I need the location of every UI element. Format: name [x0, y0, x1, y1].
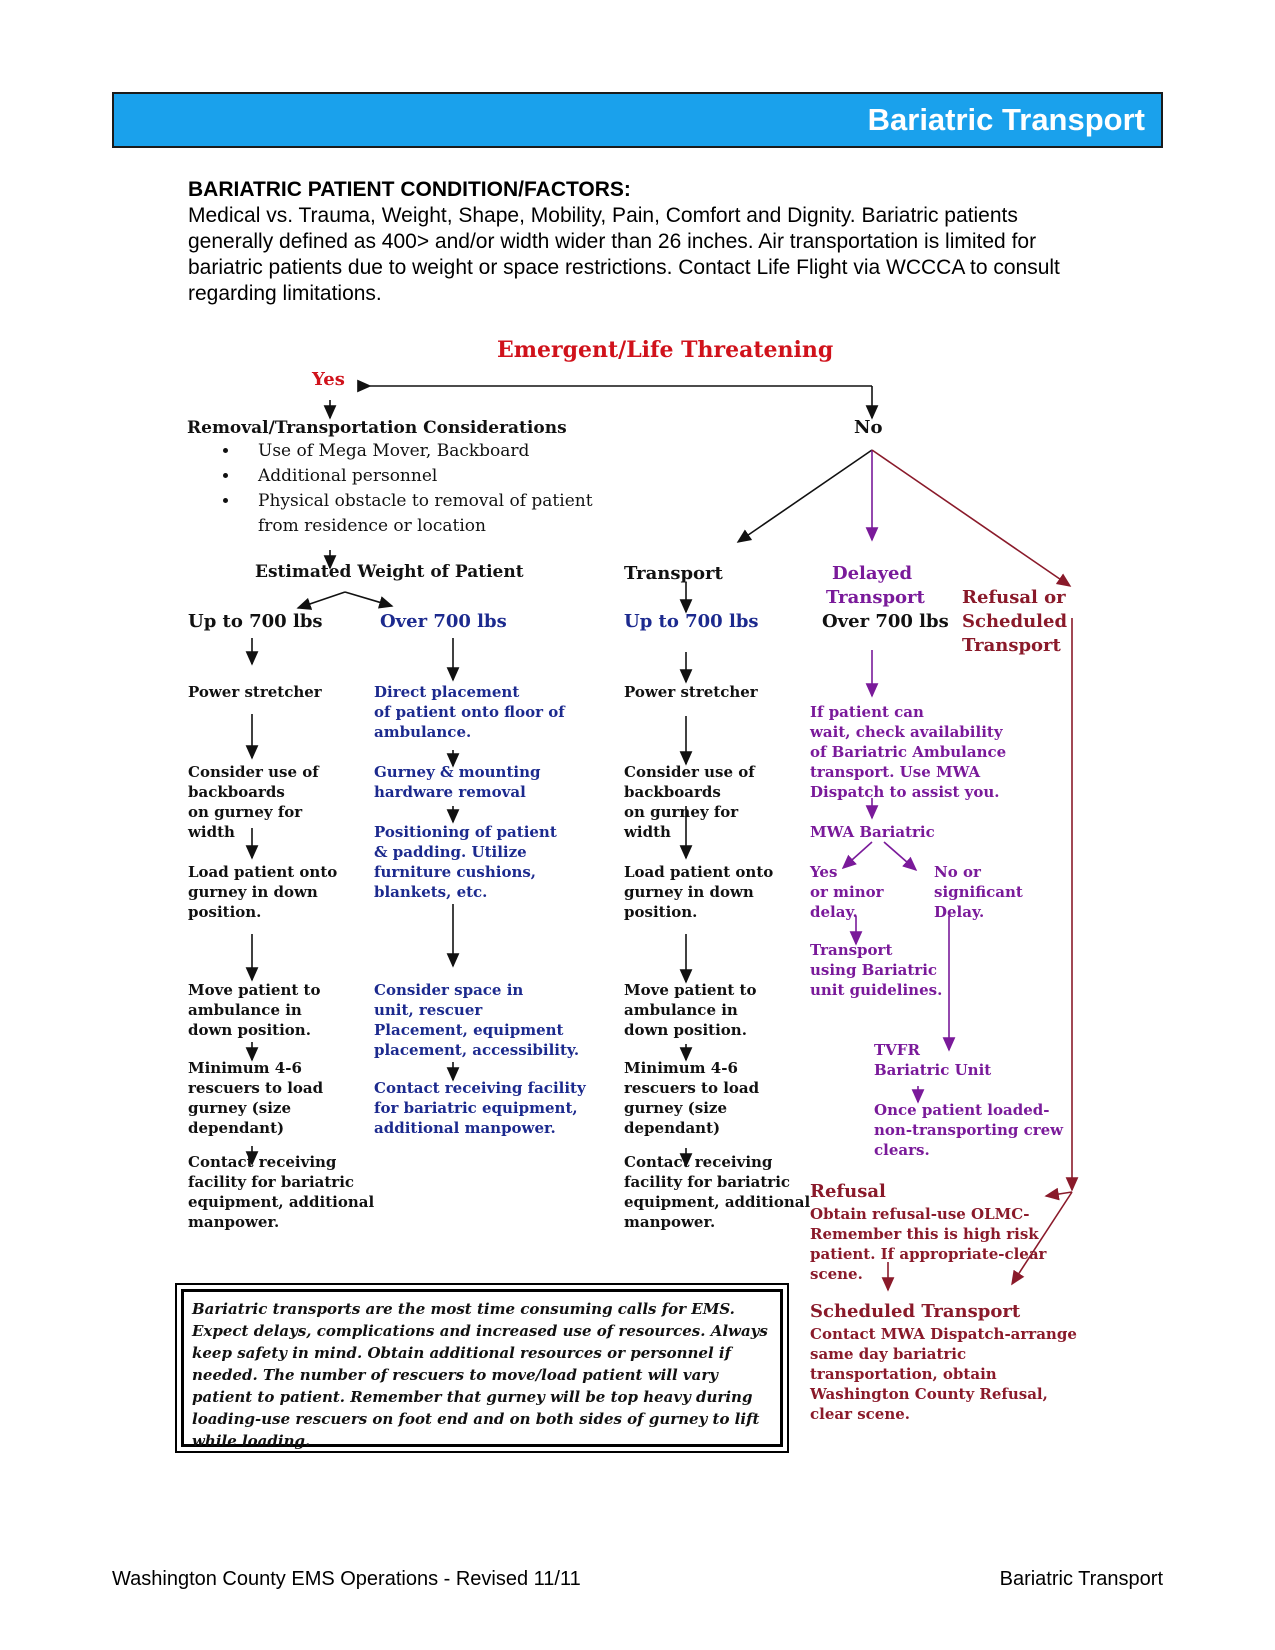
safety-note-text: Bariatric transports are the most time c… [192, 1300, 768, 1450]
transport-guidelines: Transport using Bariatric unit guideline… [810, 941, 943, 999]
col3-step-5: Minimum 4-6 rescuers to load gurney (siz… [624, 1059, 760, 1137]
col2-step-1: Direct placement of patient onto floor o… [374, 683, 565, 741]
mwa-bariatric-label: MWA Bariatric [810, 823, 935, 841]
col4-title: Delayed Transport [826, 563, 925, 608]
yes-minor-delay: Yes or minor delay. [810, 863, 884, 921]
no-significant-delay: No or significant Delay. [934, 863, 1023, 921]
col1-step-4: Move patient to ambulance in down positi… [188, 981, 321, 1039]
col3-step-6: Contact receiving facility for bariatric… [624, 1153, 811, 1231]
tvfr-bariatric-unit: TVFR Bariatric Unit [874, 1041, 992, 1079]
yes-label: Yes [312, 369, 345, 390]
scheduled-title: Scheduled Transport [810, 1301, 1021, 1322]
col4-step-1: If patient can wait, check availability … [810, 703, 1007, 801]
col3-title: Transport [624, 563, 723, 584]
footer-right: Bariatric Transport [999, 1568, 1163, 1590]
removal-item: Additional personnel [240, 464, 600, 489]
col3-step-4: Move patient to ambulance in down positi… [624, 981, 757, 1039]
col3-header: Up to 700 lbs [624, 611, 759, 632]
refusal-title: Refusal [810, 1181, 886, 1202]
intro-body: Medical vs. Trauma, Weight, Shape, Mobil… [188, 204, 1060, 305]
col3-step-1: Power stretcher [624, 683, 758, 701]
title-banner: Bariatric Transport [112, 92, 1163, 148]
col1-step-2: Consider use of backboards on gurney for… [188, 763, 319, 841]
col4-header: Over 700 lbs [822, 611, 949, 632]
removal-title: Removal/Transportation Considerations [187, 418, 567, 438]
emergent-heading: Emergent/Life Threatening [497, 337, 834, 363]
safety-note-box: Bariatric transports are the most time c… [175, 1283, 789, 1453]
intro-heading: BARIATRIC PATIENT CONDITION/FACTORS: [188, 178, 631, 201]
col2-step-5: Contact receiving facility for bariatric… [374, 1079, 586, 1137]
removal-item: Physical obstacle to removal of patient … [240, 489, 600, 539]
safety-note-frame: Bariatric transports are the most time c… [181, 1289, 783, 1450]
once-loaded-text: Once patient loaded- non-transporting cr… [874, 1101, 1064, 1159]
scheduled-text: Contact MWA Dispatch-arrange same day ba… [810, 1325, 1077, 1423]
col2-header: Over 700 lbs [380, 611, 507, 632]
col2-step-4: Consider space in unit, rescuer Placemen… [374, 981, 580, 1059]
col2-step-3: Positioning of patient & padding. Utiliz… [374, 823, 557, 901]
col2-step-2: Gurney & mounting hardware removal [374, 763, 541, 801]
removal-item: Use of Mega Mover, Backboard [240, 439, 600, 464]
col1-step-3: Load patient onto gurney in down positio… [188, 863, 338, 921]
col1-header: Up to 700 lbs [188, 611, 323, 632]
col5-title: Refusal or Scheduled Transport [962, 587, 1068, 656]
col3-step-3: Load patient onto gurney in down positio… [624, 863, 774, 921]
removal-list: Use of Mega Mover, Backboard Additional … [190, 439, 600, 539]
estimated-weight-label: Estimated Weight of Patient [255, 562, 524, 582]
col1-step-1: Power stretcher [188, 683, 322, 701]
col1-step-6: Contact receiving facility for bariatric… [188, 1153, 375, 1231]
refusal-text: Obtain refusal-use OLMC- Remember this i… [810, 1205, 1047, 1283]
no-label: No [854, 417, 883, 438]
page-title: Bariatric Transport [867, 102, 1145, 137]
footer-left: Washington County EMS Operations - Revis… [112, 1568, 581, 1590]
col3-step-2: Consider use of backboards on gurney for… [624, 763, 755, 841]
col1-step-5: Minimum 4-6 rescuers to load gurney (siz… [188, 1059, 324, 1137]
